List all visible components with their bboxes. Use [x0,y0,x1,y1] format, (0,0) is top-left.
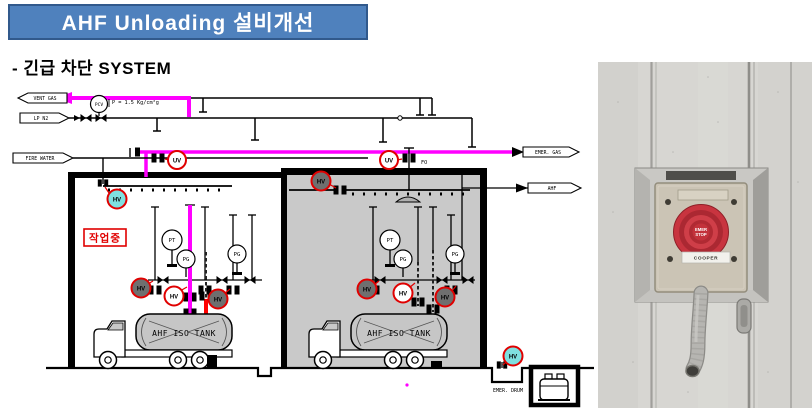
svg-text:VENT GAS: VENT GAS [33,96,56,102]
screw-icon [665,199,737,262]
svg-text:PCV: PCV [95,102,104,108]
pg-instrument-bubble: PG [176,249,196,269]
emer-drum-vault [528,364,581,408]
emergency-stop-photo: EMER STOP COOPER [598,62,812,408]
svg-text:PT: PT [169,238,176,244]
svg-text:AHF: AHF [548,186,557,192]
fo-label: FO [421,160,427,166]
flex-hoses-right [417,250,434,312]
stream-label-fire-water: FIRE WATER [12,152,75,164]
emer-drum-label: EMER. DRUM [493,388,523,394]
pg-instrument-bubble: PG [445,244,465,264]
svg-text:EMER. GAS: EMER. GAS [535,150,561,156]
hv-valve-bubble-closed: HV [207,288,231,310]
hv-valve-bubble-closed: HV [434,285,457,308]
svg-text:PG: PG [400,257,407,263]
svg-text:HV: HV [113,197,121,203]
emer-drum-pit-valve [496,361,508,369]
svg-text:HV: HV [214,297,222,303]
manifold-valve-icon [216,276,228,284]
manifold-valve-icon [157,276,169,284]
pcv-instrument-bubble: PCV [89,94,109,116]
brand-label-plate [681,251,731,264]
brand-label: COOPER [694,256,718,262]
svg-text:PG: PG [452,252,459,258]
svg-text:HV: HV [399,291,407,297]
conduit [685,285,709,378]
ground-line [46,366,594,384]
flange-icon [450,272,460,275]
svg-text:UV: UV [385,158,393,164]
hv-valve-bubble-closed: HV [356,278,380,300]
svg-text:PG: PG [183,257,190,263]
page-title: AHF Unloading 설비개선 [8,4,368,40]
manifold-valve-icon [244,276,256,284]
manifold-right [366,175,528,281]
wall-panel [598,62,638,408]
svg-text:HV: HV [509,354,517,360]
flange-icon [167,264,177,267]
wheel-chock [207,355,217,368]
lp-n2-header-pipe [69,117,476,148]
emergency-stop-button: EMER STOP [673,204,729,260]
hv-valve-bubble-open: HV [104,186,128,210]
flange-icon [232,272,242,275]
hv-valve-bubble: HV [392,282,416,304]
emer-gas-highlight-line [129,147,524,157]
section-subtitle: - 긴급 차단 SYSTEM [12,59,172,78]
box-top-label [677,189,729,201]
door-latch [736,298,752,334]
svg-text:HV: HV [170,294,178,300]
pipe-tee-icon [397,115,403,121]
svg-text:HV: HV [441,295,449,301]
unloading-bay-left [68,172,281,368]
svg-text:HV: HV [137,286,145,292]
svg-text:FIRE WATER: FIRE WATER [26,156,55,162]
stream-label-lp-n2: LP N2 [19,112,71,124]
pt-instrument-bubble: PT [161,229,183,251]
hv-valve-bubble-closed: HV [130,277,154,299]
button-text-line1: EMER [695,227,707,232]
wall-speckles [612,76,799,393]
iso-tank-label-right: AHF ISO TANK [367,329,431,338]
gate-valve-icon [80,114,92,122]
stream-label-vent-gas: VENT GAS [16,92,68,104]
svg-text:LP N2: LP N2 [34,116,49,122]
svg-text:UV: UV [173,158,181,164]
button-text-line2: STOP [695,232,707,237]
pg-instrument-bubble: PG [227,244,247,264]
pcv-setpoint-label: P = 1.5 Kg/cm²g [112,100,159,106]
flange-icon [385,264,395,267]
fire-water-pipe [73,147,414,190]
wheel-chock [431,361,442,368]
working-sign: 작업중 [83,228,127,247]
stream-label-emer-gas: EMER. GAS [522,146,581,158]
svg-text:작업중: 작업중 [89,232,121,245]
uv-sensor-bubble: UV [164,150,187,170]
pg-instrument-bubble: PG [393,249,413,269]
hv-valve-bubble-open: HV [502,345,524,367]
emergency-stop-box: EMER STOP COOPER [654,182,748,293]
sprinkler-left [97,179,232,192]
page-title-text: AHF Unloading 설비개선 [61,12,315,35]
pid-diagram: FO [12,92,594,408]
iso-tank-label-left: AHF ISO TANK [152,329,216,338]
sprinkler-right [289,185,470,203]
svg-text:PT: PT [387,238,394,244]
hv-valve-bubble: HV [163,285,188,307]
svg-text:HV: HV [363,287,371,293]
recess-vent-slot [666,171,736,180]
marker-dot [405,383,409,387]
uv-sensor-bubble: UV [379,150,403,170]
pt-instrument-bubble: PT [379,229,401,251]
hv-valve-bubble-closed: HV [310,170,337,192]
svg-text:HV: HV [317,179,325,185]
svg-text:PG: PG [234,252,241,258]
stream-label-ahf: AHF [516,182,583,194]
pcv-valve-icon [95,114,107,122]
flow-arrow-icon [74,115,80,121]
